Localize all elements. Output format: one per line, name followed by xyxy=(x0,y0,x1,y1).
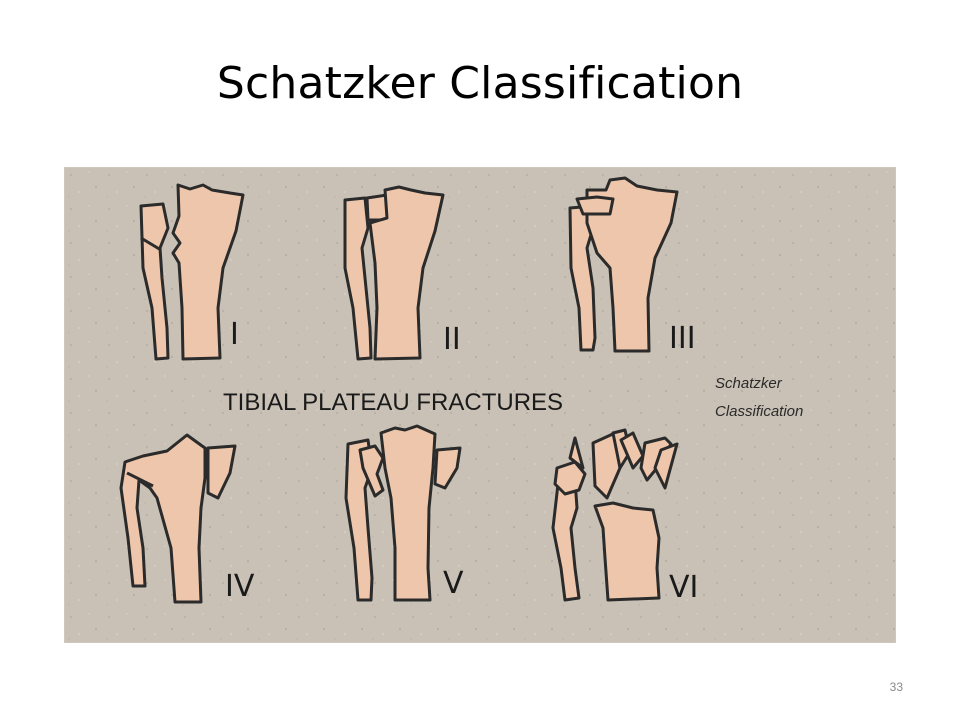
type-v-bone xyxy=(344,424,462,602)
type-i-label: I xyxy=(230,317,239,352)
figure-heading: TIBIAL PLATEAU FRACTURES xyxy=(223,389,563,416)
type-v-label: V xyxy=(443,566,464,601)
caption-line-1: Schatzker xyxy=(715,375,783,392)
type-ii-bone xyxy=(343,185,445,361)
type-iv-bone xyxy=(119,433,237,604)
page-number: 33 xyxy=(889,680,903,694)
tibial-plateau-figure: I II III IV V VI TIBIAL PLATEAU FRACTURE… xyxy=(64,167,896,643)
slide-title: Schatzker Classification xyxy=(216,58,744,109)
fracture-diagram: I II III IV V VI TIBIAL PLATEAU FRACTURE… xyxy=(65,168,895,642)
caption-line-2: Classification xyxy=(715,403,803,420)
type-iii-label: III xyxy=(669,321,696,356)
type-vi-bone xyxy=(551,428,679,602)
type-vi-label: VI xyxy=(669,570,698,605)
type-iv-label: IV xyxy=(225,569,255,604)
type-i-bone xyxy=(139,183,245,361)
type-ii-label: II xyxy=(443,322,461,357)
type-iii-bone xyxy=(568,176,679,353)
